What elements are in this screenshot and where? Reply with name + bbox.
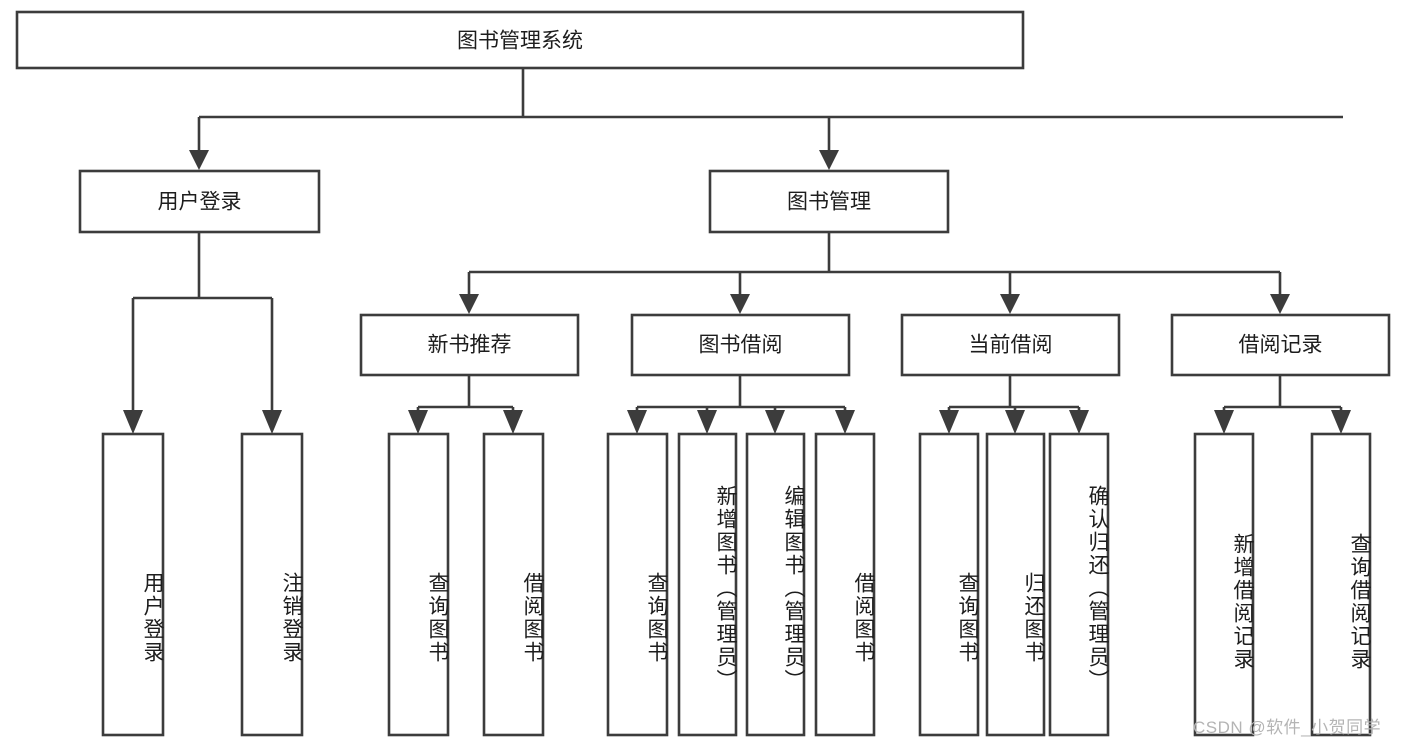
leaf-box-query-book-nb[interactable] — [387, 432, 450, 737]
node-user-login-label: 用户登录 — [158, 191, 242, 214]
connector-bookborrow-to-leaves — [627, 375, 855, 434]
node-user-login[interactable]: 用户登录 — [78, 169, 321, 234]
node-book-borrow[interactable]: 图书借阅 — [630, 313, 851, 377]
connector-newbook-to-leaves — [408, 375, 523, 434]
node-new-book-recommend[interactable]: 新书推荐 — [359, 313, 580, 377]
leaf-box-borrow-book-bb[interactable] — [814, 432, 876, 737]
leaf-box-logout-login[interactable] — [240, 432, 304, 737]
leaf-box-query-book-bb[interactable] — [606, 432, 669, 737]
leaf-box-query-book-cb[interactable] — [918, 432, 980, 737]
connector-currentborrow-to-leaves — [939, 375, 1089, 434]
node-book-management-label: 图书管理 — [787, 191, 871, 214]
node-borrow-record-label: 借阅记录 — [1239, 334, 1323, 357]
connector-userlogin-to-leaves — [123, 232, 282, 434]
leaf-box-user-login[interactable] — [101, 432, 165, 737]
leaf-box-return-book[interactable] — [985, 432, 1046, 737]
leaf-box-add-book-admin[interactable] — [677, 432, 738, 737]
leaf-box-add-borrow-record[interactable] — [1193, 432, 1255, 737]
connector-bookmgmt-to-level3 — [459, 232, 1290, 314]
node-borrow-record[interactable]: 借阅记录 — [1170, 313, 1391, 377]
connector-root-to-level2 — [189, 68, 1343, 170]
leaf-box-borrow-book-nb[interactable] — [482, 432, 545, 737]
node-book-management[interactable]: 图书管理 — [708, 169, 950, 234]
node-current-borrow-label: 当前借阅 — [969, 334, 1053, 357]
node-root[interactable]: 图书管理系统 — [15, 10, 1025, 70]
node-root-label: 图书管理系统 — [457, 30, 583, 53]
leaf-box-query-borrow-record[interactable] — [1310, 432, 1372, 737]
node-book-borrow-label: 图书借阅 — [699, 334, 783, 357]
connector-borrowrecord-to-leaves — [1214, 375, 1351, 434]
node-new-book-recommend-label: 新书推荐 — [428, 334, 512, 357]
leaf-box-edit-book-admin[interactable] — [745, 432, 806, 737]
leaf-box-confirm-return-admin[interactable] — [1048, 432, 1110, 737]
node-current-borrow[interactable]: 当前借阅 — [900, 313, 1121, 377]
csdn-watermark: CSDN @软件_小贺同学 — [1193, 718, 1382, 737]
